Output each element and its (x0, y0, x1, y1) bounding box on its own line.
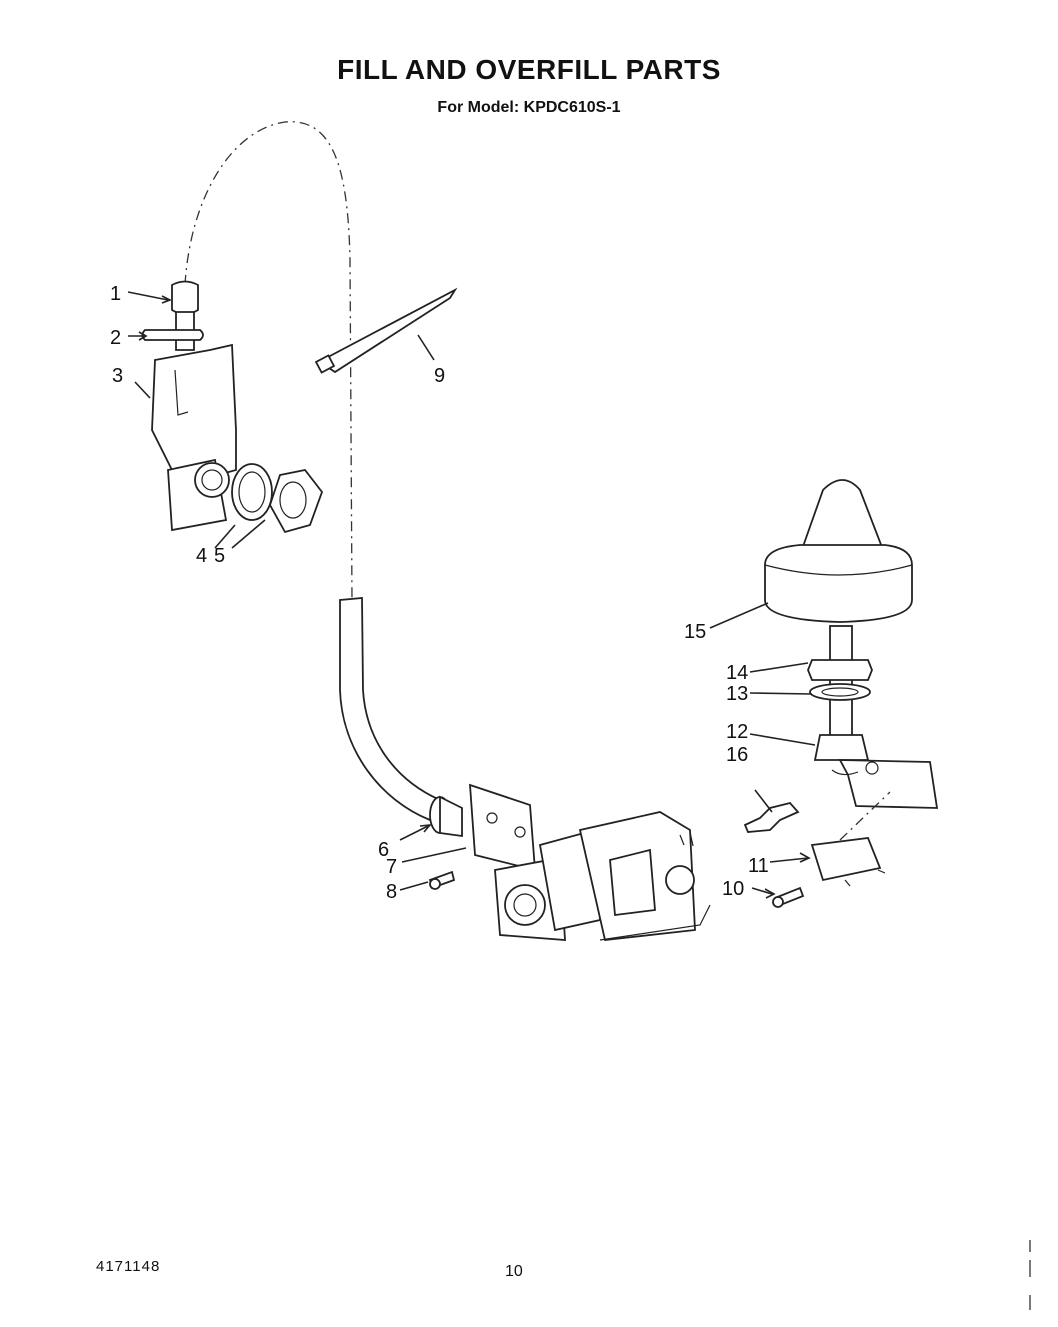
callout-3: 3 (112, 365, 123, 387)
water-valve (494, 811, 711, 941)
document-number: 4171148 (96, 1258, 161, 1275)
callout-16: 16 (726, 744, 748, 766)
callout-1: 1 (110, 283, 121, 305)
part-11-switch (810, 791, 891, 887)
part-4-gasket (231, 463, 273, 521)
callout-5: 5 (214, 545, 225, 567)
page-number: 10 (505, 1263, 523, 1280)
part-10-screw (772, 886, 805, 908)
fill-hose (339, 597, 442, 822)
callout-numbers: 1 2 3 4 5 6 7 8 9 10 11 12 13 14 15 16 (110, 283, 769, 903)
part-2-clamp (141, 329, 204, 341)
callout-12: 12 (726, 721, 748, 743)
part-6-hose-clamp (429, 795, 463, 838)
float-stem-assembly (807, 625, 939, 809)
callout-2: 2 (110, 327, 121, 349)
callout-leader-lines (127, 291, 816, 899)
callout-8: 8 (386, 881, 397, 903)
callout-4: 4 (196, 545, 207, 567)
callout-6: 6 (378, 839, 389, 861)
part-15-float (764, 479, 913, 623)
model-subtitle: For Model: KPDC610S-1 (437, 99, 621, 116)
hose-routing-line (184, 121, 353, 601)
callout-15: 15 (684, 621, 706, 643)
callout-7: 7 (386, 856, 397, 878)
part-3-fill-funnel (151, 343, 237, 532)
part-5-nut (269, 469, 324, 534)
part-7-valve-bracket (469, 783, 536, 872)
callout-14: 14 (726, 662, 748, 684)
callout-9: 9 (434, 365, 445, 387)
callout-11: 11 (748, 855, 769, 877)
callout-13: 13 (726, 683, 748, 705)
page-title: FILL AND OVERFILL PARTS (337, 54, 721, 85)
part-16-lever (743, 801, 800, 833)
callout-10: 10 (722, 878, 744, 900)
part-8-screw (428, 870, 456, 890)
part-9-cable-tie (314, 287, 458, 374)
